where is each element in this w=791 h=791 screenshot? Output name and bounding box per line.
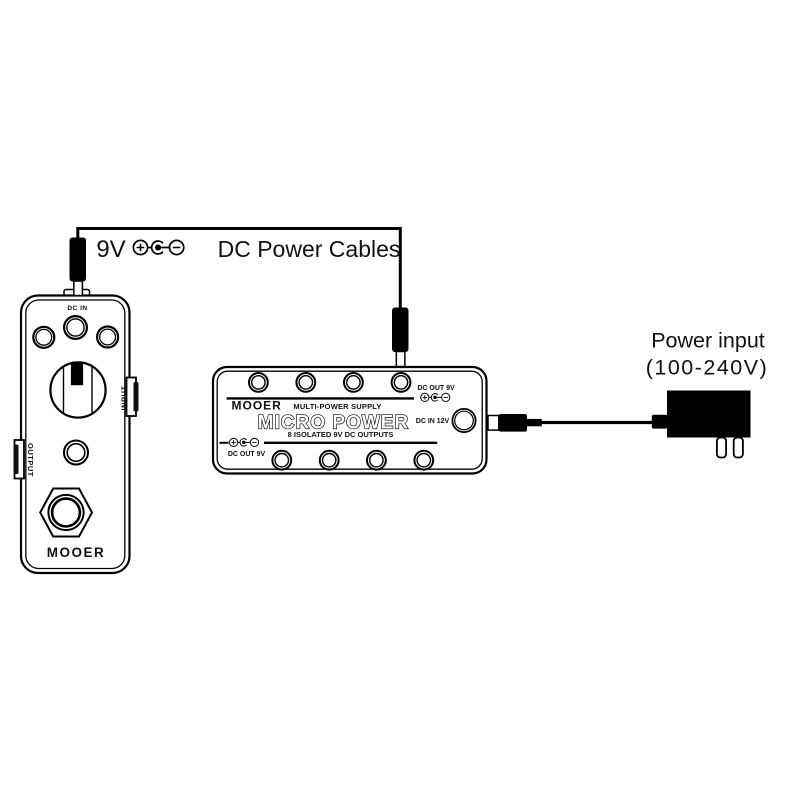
adapter-cable-boot	[651, 414, 668, 429]
pedal-main-knob	[49, 361, 107, 419]
psu-brand-logo: MOOER	[232, 399, 282, 413]
psu-dc-in-label: DC IN 12V	[416, 418, 450, 425]
adapter-plug-neck	[526, 418, 542, 427]
knob-pointer	[70, 362, 84, 386]
adapter-plug-tip	[487, 414, 500, 431]
pedal-mini-knob-left	[32, 325, 56, 349]
dc-power-cable: 9V DC Power Cables	[69, 227, 409, 368]
dc-plug-left-tip	[73, 280, 84, 297]
pedal-mini-knob-right	[95, 325, 120, 349]
psu-name-logo: MICRO POWER	[258, 413, 409, 434]
polarity-center-negative-icon	[132, 239, 185, 256]
adapter-prong-left	[716, 436, 728, 459]
pedal-led	[63, 439, 89, 466]
cable-voltage-label: 9V	[96, 236, 125, 263]
psu-dc-out-top-label: DC OUT 9V	[417, 385, 455, 392]
guitar-pedal: DC IN INPUT OUTPUT	[13, 288, 139, 575]
psu-type-label: MULTI-POWER SUPPLY	[293, 402, 381, 411]
psu-dc-out-bottom-label: DC OUT 9V	[228, 451, 266, 458]
pedal-body-inner-line	[25, 299, 126, 570]
dc-plug-left-body	[69, 237, 86, 282]
dc-plug-right-body	[392, 307, 409, 352]
pedal-input-jack	[125, 376, 139, 417]
pedal-brand-logo: MOOER	[47, 545, 106, 560]
dc-plug-right-tip	[395, 350, 406, 368]
pedal-input-label: INPUT	[119, 386, 128, 411]
psu-body	[211, 365, 488, 475]
dc-cable-wire	[76, 227, 402, 310]
psu-outputs-label: 8 ISOLATED 9V DC OUTPUTS	[288, 430, 394, 439]
micro-power-supply: MOOER MULTI-POWER SUPPLY MICRO POWER 8 I…	[211, 365, 488, 475]
adapter-body	[667, 390, 751, 438]
pedal-footswitch	[39, 487, 94, 538]
pedal-dc-in-label: DC IN	[67, 305, 87, 312]
adapter-plug-body	[498, 414, 527, 432]
psu-body-inner-line	[216, 370, 483, 470]
adapter-label-line2: (100-240V)	[646, 356, 769, 380]
pedal-dc-in-jack	[62, 315, 88, 341]
psu-output-jacks-top	[248, 372, 412, 393]
adapter-prong-right	[732, 436, 744, 459]
psu-output-jacks-bottom	[271, 449, 435, 471]
adapter-label-line1: Power input	[651, 329, 765, 353]
pedal-output-jack	[13, 439, 25, 480]
cable-callout-label: DC Power Cables	[218, 236, 401, 262]
pedal-output-label: OUTPUT	[26, 443, 35, 477]
psu-dc-in-jack	[451, 407, 477, 433]
power-adapter: Power input (100-240V)	[487, 329, 769, 459]
